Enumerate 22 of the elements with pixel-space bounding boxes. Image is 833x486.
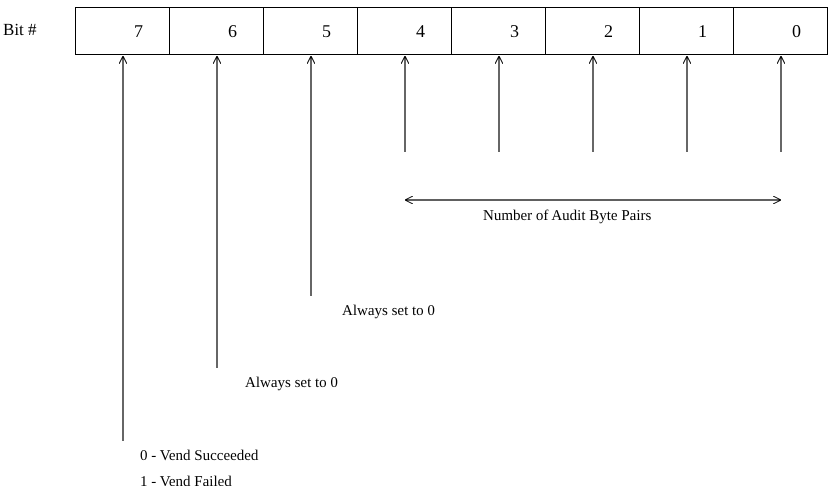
bit-cell: 7 (75, 7, 170, 55)
range-label: Number of Audit Byte Pairs (483, 208, 652, 225)
bit-cell: 4 (357, 7, 452, 55)
bit-cell: 3 (451, 7, 546, 55)
row-label: Bit # (3, 20, 37, 40)
bit-description: 1 - Vend Failed (140, 473, 233, 486)
bit-cell: 2 (545, 7, 640, 55)
note-text: Always set to 0 (342, 302, 435, 321)
arrow (776, 56, 786, 152)
bit-cell: 5 (263, 7, 358, 55)
bit-cell: 1 (639, 7, 734, 55)
bit-cell: 6 (169, 7, 264, 55)
arrow (682, 56, 692, 152)
arrow (400, 56, 410, 152)
arrow (494, 56, 504, 152)
leader-line (118, 56, 128, 441)
leader-line (212, 56, 222, 368)
leader-line (306, 56, 316, 296)
bit-cell: 0 (733, 7, 828, 55)
note-text: Always set to 0 (245, 374, 338, 393)
arrow (588, 56, 598, 152)
bit-description: 0 - Vend Succeeded (140, 447, 258, 466)
